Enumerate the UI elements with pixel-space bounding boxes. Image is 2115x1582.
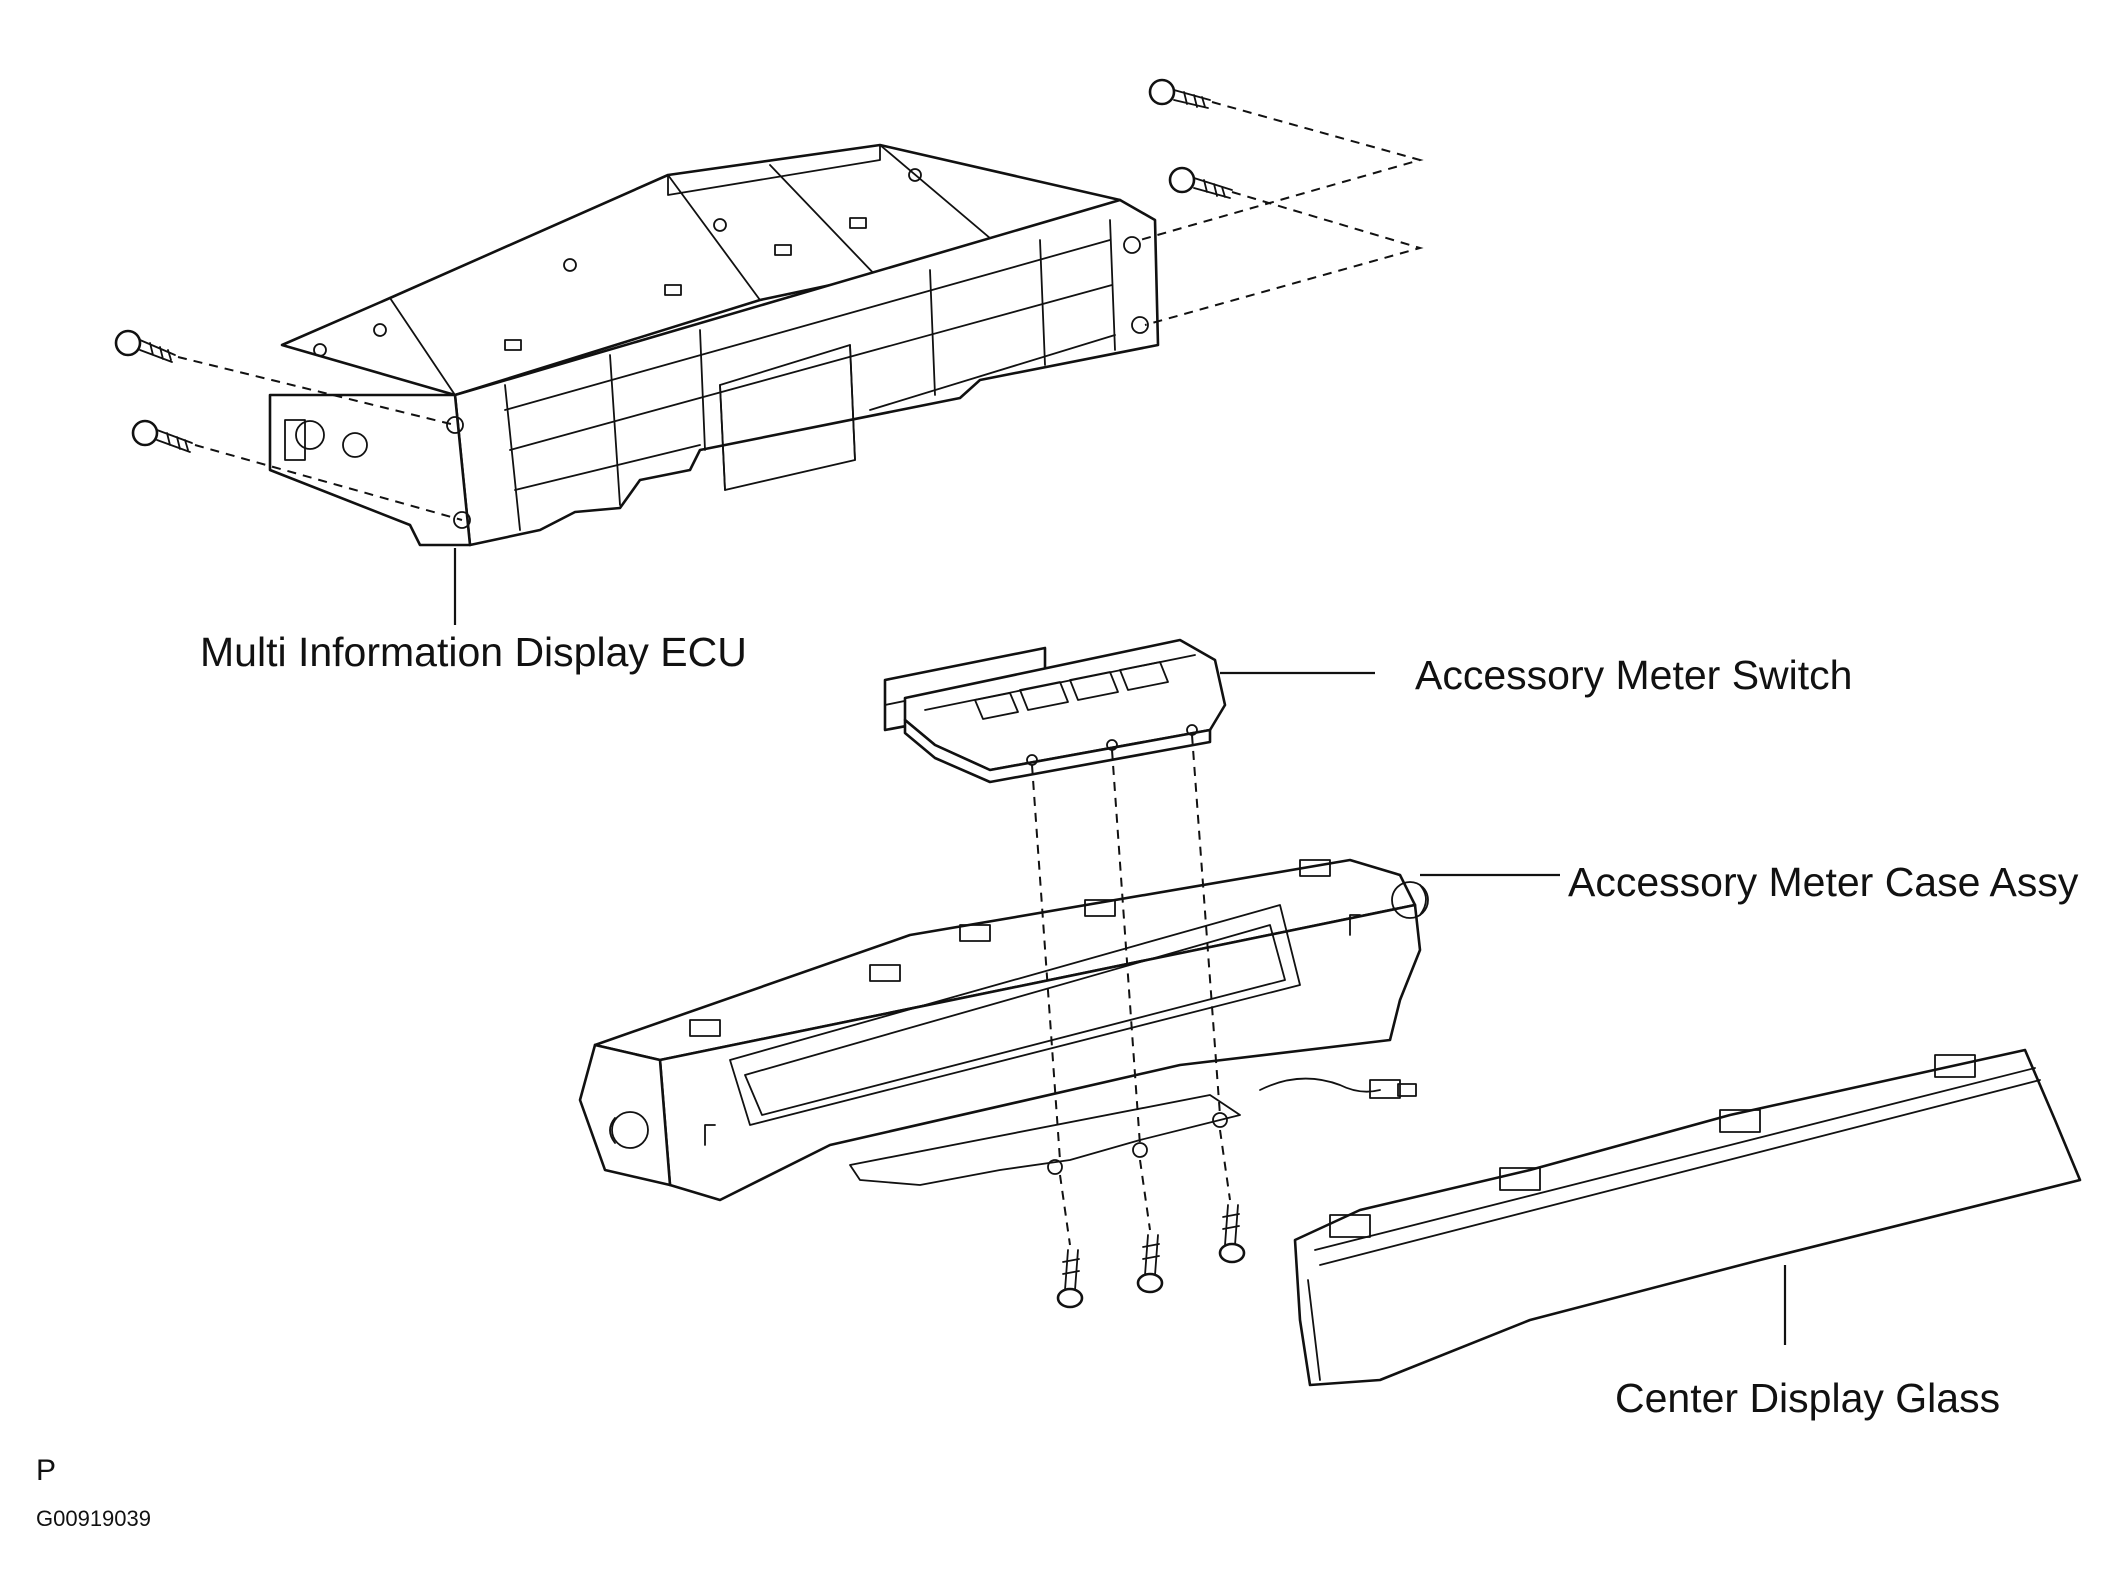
screw-icon (1168, 166, 1233, 199)
screw-icon (1056, 1249, 1084, 1309)
switch-part (883, 638, 1375, 784)
ecu-part (268, 143, 1160, 625)
switch-label: Accessory Meter Switch (1415, 652, 1853, 698)
ecu-label: Multi Information Display ECU (200, 629, 747, 675)
screw-icon (114, 329, 176, 363)
glass-label: Center Display Glass (1615, 1375, 2001, 1421)
figure-code: G00919039 (36, 1506, 151, 1531)
case-part (578, 858, 1560, 1202)
case-screws (1031, 734, 1246, 1309)
case-label: Accessory Meter Case Assy (1568, 859, 2079, 905)
screw-icon (131, 419, 193, 453)
screw-icon (1148, 78, 1211, 109)
glass-part (1293, 1048, 2082, 1387)
ecu-screws (114, 78, 1424, 521)
corner-mark: P (36, 1454, 57, 1487)
screw-icon (1136, 1234, 1164, 1294)
screw-icon (1218, 1204, 1246, 1264)
